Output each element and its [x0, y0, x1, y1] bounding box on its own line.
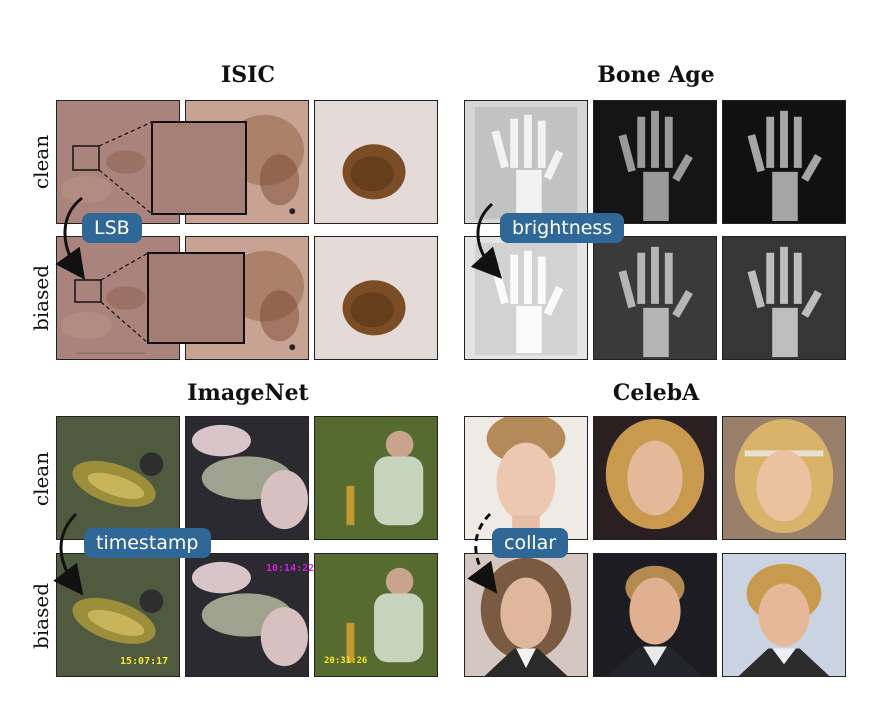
imagenet-biased-image-3 — [314, 553, 438, 677]
celeba-clean-image-2 — [593, 416, 717, 540]
imagenet-row-label-clean: clean — [29, 451, 53, 507]
bone-age-clean-image-2 — [593, 100, 717, 224]
isic-bias-badge: LSB — [82, 213, 142, 243]
bone-age-bias-badge: brightness — [500, 213, 625, 243]
bone-age-clean-image-3 — [722, 100, 846, 224]
isic-row-label-biased: biased — [29, 264, 53, 332]
isic-biased-image-3 — [314, 236, 438, 360]
celeba-clean-image-3 — [722, 416, 846, 540]
isic-title: ISIC — [221, 62, 275, 88]
imagenet-clean-image-1 — [56, 416, 180, 540]
imagenet-title: ImageNet — [187, 380, 309, 406]
isic-clean-image-3 — [314, 100, 438, 224]
celeba-bias-badge: collar — [492, 528, 569, 558]
isic-row-label-clean: clean — [29, 134, 53, 190]
imagenet-row-label-biased: biased — [29, 582, 53, 650]
imagenet-bias-badge: timestamp — [84, 528, 211, 558]
imagenet-clean-image-3 — [314, 416, 438, 540]
celeba-title: CelebA — [612, 380, 700, 406]
timestamp-3: 20:31:26 — [324, 656, 368, 666]
celeba-biased-image-2 — [593, 553, 717, 677]
isic-biased-image-2 — [185, 236, 309, 360]
timestamp-2: 10:14:22 — [266, 563, 315, 574]
isic-biased-image-1 — [56, 236, 180, 360]
isic-clean-image-2 — [185, 100, 309, 224]
imagenet-clean-image-2 — [185, 416, 309, 540]
celeba-biased-image-3 — [722, 553, 846, 677]
imagenet-biased-image-2 — [185, 553, 309, 677]
isic-clean-image-1 — [56, 100, 180, 224]
bone-age-title: Bone Age — [597, 62, 715, 88]
bone-age-biased-image-3 — [722, 236, 846, 360]
celeba-biased-image-1 — [464, 553, 588, 677]
bone-age-clean-image-1 — [464, 100, 588, 224]
bone-age-biased-image-2 — [593, 236, 717, 360]
celeba-clean-image-1 — [464, 416, 588, 540]
bone-age-biased-image-1 — [464, 236, 588, 360]
timestamp-1: 15:07:17 — [120, 656, 169, 667]
